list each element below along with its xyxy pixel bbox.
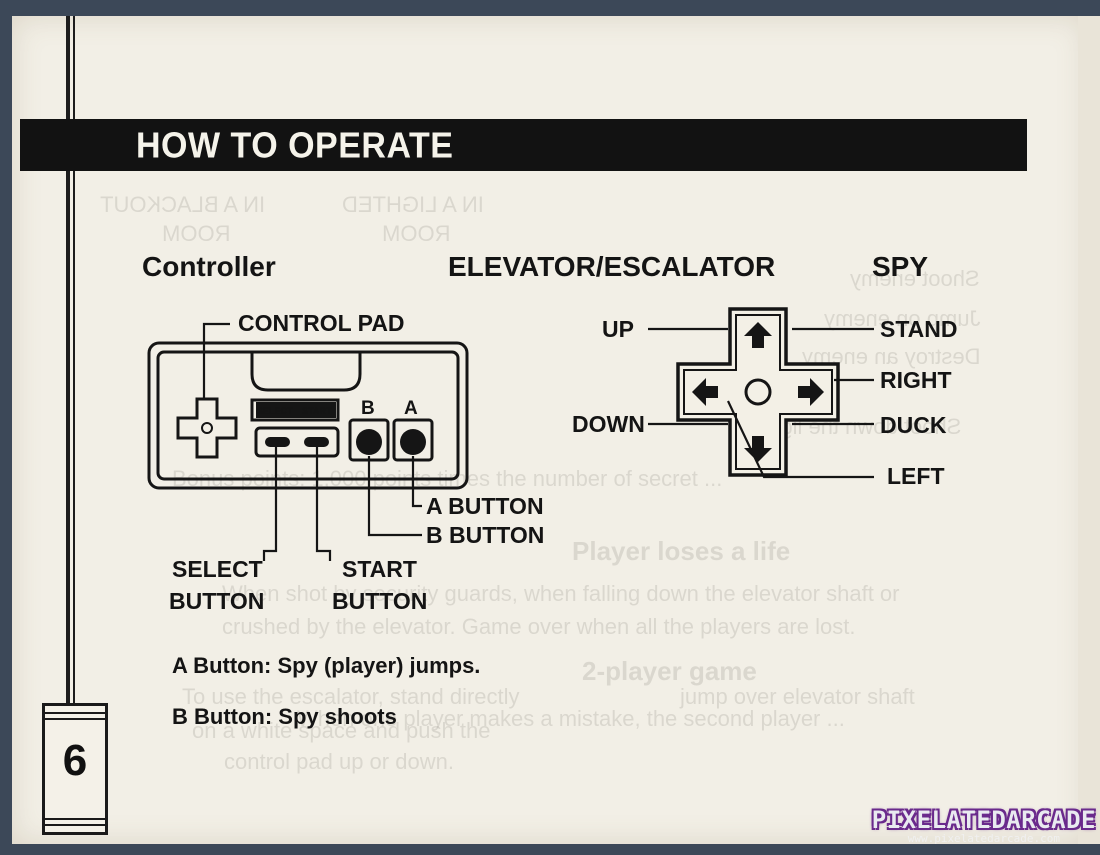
bleed-line: When one player makes a mistake, the sec… [297,706,845,731]
start-button-icon [304,437,329,447]
page-title: HOW TO OPERATE [136,126,454,166]
arrow-up-icon [744,322,772,348]
watermark: PIXELATEDARCADE www.pixelatedarcade.com [872,806,1096,845]
bleed-line: control pad up or down. [224,749,454,774]
spy-heading: SPY [872,251,929,282]
select-start-well [254,426,340,458]
a-button-icon [400,429,426,455]
duck-label: DUCK [880,412,947,438]
center-panel [250,352,362,392]
arrow-right-icon [798,378,824,406]
watermark-logo: PIXELATEDARCADE [871,806,1096,834]
right-label: RIGHT [880,367,952,393]
up-label: UP [602,316,634,342]
controller-inner [156,350,460,481]
bleed-line: crushed by the elevator. Game over when … [222,614,856,639]
page-number-tab: 6 [42,703,108,835]
bleed-line: on a white space and push the [192,718,491,743]
b-button-instruction: B Button: Spy shoots [172,704,397,729]
page-number: 6 [62,736,88,785]
margin-rule [66,16,70,706]
page-gutter [1078,16,1100,844]
arrow-down-icon [744,436,772,462]
left-label: LEFT [887,463,945,489]
down-label: DOWN [572,411,645,437]
manual-page: IN A BLACKOUT IN A LIGHTED ROOM ROOM Sho… [12,16,1086,844]
label-strip [250,398,340,422]
select-button-icon [265,437,290,447]
header-bar [20,119,1027,171]
margin-rule [73,16,75,706]
a-button-label: A BUTTON [426,493,544,519]
b-button-icon [356,429,382,455]
a-small-label: A [404,398,418,419]
b-small-label: B [361,398,375,419]
control-pad-label: CONTROL PAD [238,310,405,336]
start-button-label-2: BUTTON [332,588,428,614]
controller-dpad-icon [176,397,238,459]
start-button-label-1: START [342,556,417,582]
elevator-heading: ELEVATOR/ESCALATOR [448,251,776,282]
select-button-label-2: BUTTON [169,588,265,614]
arrow-left-icon [692,378,718,406]
bleed-line: 2-player game [582,656,757,686]
controller-body [147,341,469,490]
controller-heading: Controller [142,251,276,282]
bleed-line: Player loses a life [572,536,791,566]
select-button-label-1: SELECT [172,556,263,582]
start-small-label: START [302,406,332,416]
elevator-dpad [676,307,840,477]
bleed-line: jump over elevator shaft [680,684,915,709]
controller-diagram [147,307,874,561]
a-button-instruction: A Button: Spy (player) jumps. [172,653,481,678]
bleed-line: To use the escalator, stand directly [182,684,520,709]
stand-label: STAND [880,316,958,342]
bleed-line: When shot by security guards, when falli… [222,581,900,606]
watermark-url: www.pixelatedarcade.com [907,832,1061,845]
select-small-label: SELECT [257,406,293,416]
b-button-label: B BUTTON [426,522,545,548]
